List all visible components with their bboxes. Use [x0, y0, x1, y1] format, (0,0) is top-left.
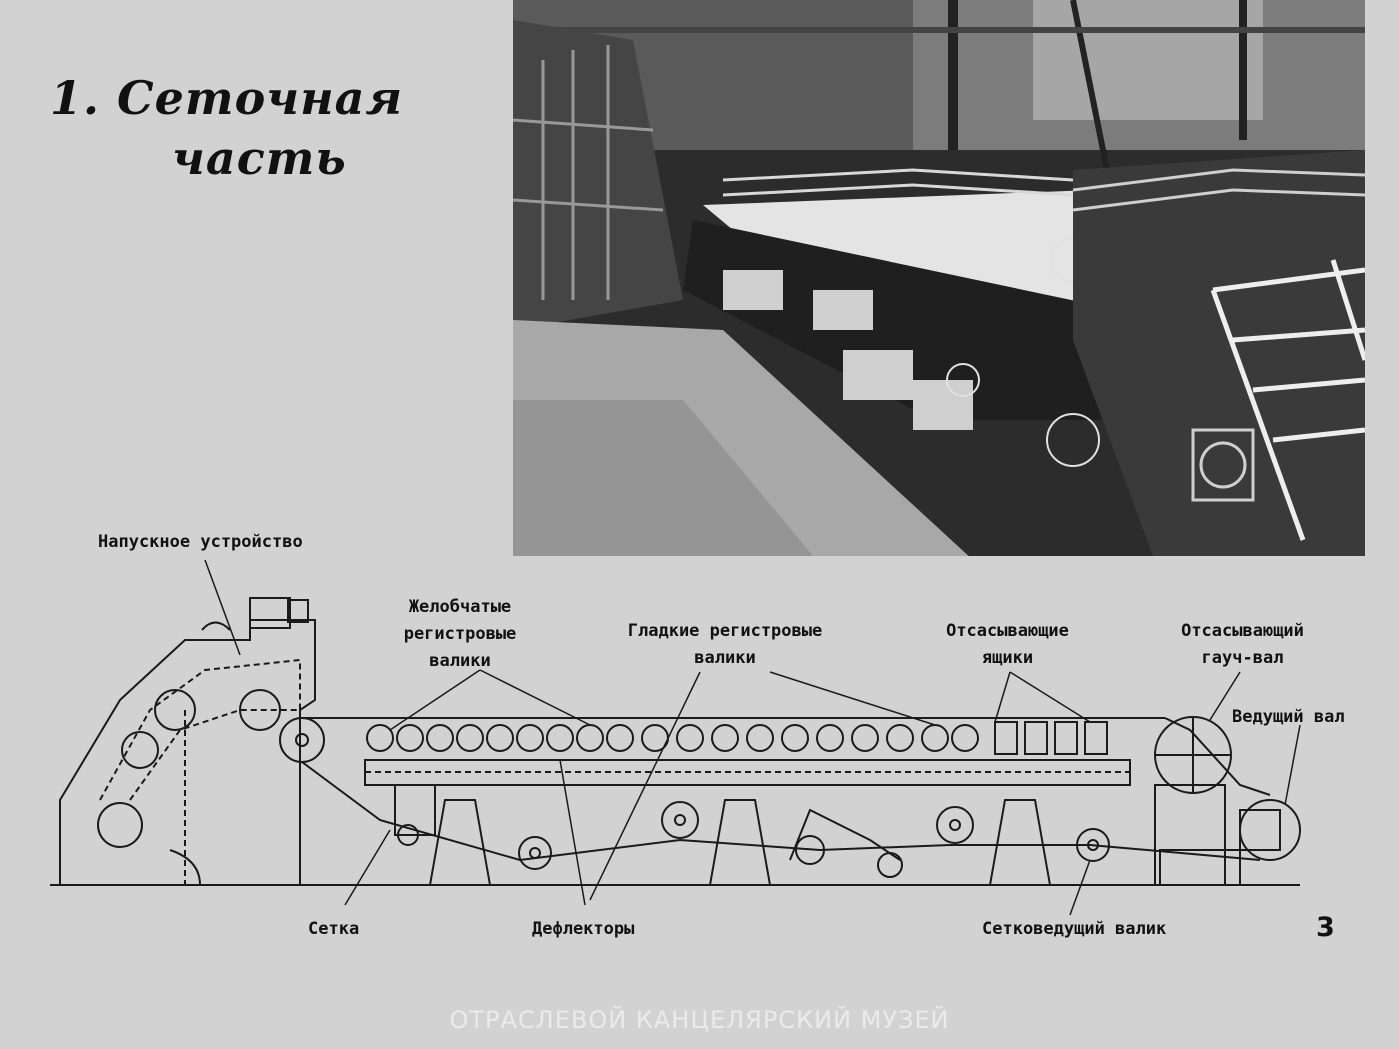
- title-line-2: часть: [172, 131, 347, 185]
- title-line-1: 1. Сеточная: [50, 71, 404, 125]
- label-headbox: Напускное устройство: [98, 532, 303, 552]
- photo-drawing: [513, 0, 1365, 556]
- label-smooth-rolls: Гладкие регистровые валики: [627, 621, 823, 668]
- label-couch-roll: Отсасывающий гауч-вал: [1181, 621, 1304, 668]
- label-drive-roll: Ведущий вал: [1232, 707, 1345, 727]
- label-wire: Сетка: [308, 919, 360, 939]
- page-number: 3: [1316, 912, 1335, 943]
- label-grooved-rolls: Желобчатые регистровые валики: [403, 597, 517, 671]
- paper-machine-photo: [513, 0, 1365, 556]
- label-wire-guide-roll: Сетковедущий валик: [982, 919, 1167, 939]
- watermark-text: ОТРАСЛЕВОЙ КАНЦЕЛЯРСКИЙ МУЗЕЙ: [449, 1006, 950, 1034]
- label-deflectors: Дефлекторы: [532, 919, 635, 939]
- label-suction-boxes: Отсасывающие ящики: [946, 621, 1069, 668]
- wire-section-diagram: [50, 560, 1301, 916]
- slide-title: 1. Сеточная часть: [50, 68, 470, 188]
